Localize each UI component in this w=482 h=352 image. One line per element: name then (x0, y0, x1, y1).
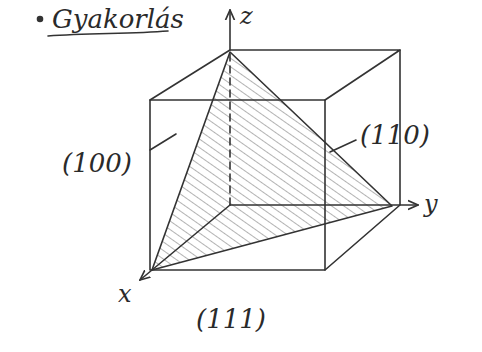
hidden-edge (229, 50, 231, 205)
axis-label: y (424, 192, 438, 216)
y-axis (230, 204, 418, 206)
plane-label: (100) (62, 150, 132, 176)
z-axis (229, 10, 231, 50)
plane-label: (111) (196, 306, 266, 332)
heading: Gyakorlás (52, 6, 184, 32)
leader-line (150, 134, 176, 150)
cube-right-face (325, 50, 400, 270)
leader-line (330, 140, 356, 152)
plane-label: (110) (360, 122, 430, 148)
axis-label: x (118, 282, 132, 306)
axis-label: z (240, 4, 253, 28)
bullet-dot (38, 17, 43, 22)
cube-top-face (150, 50, 400, 100)
x-axis (140, 205, 230, 280)
plane-111 (152, 52, 392, 270)
cube-front-face (150, 100, 325, 270)
